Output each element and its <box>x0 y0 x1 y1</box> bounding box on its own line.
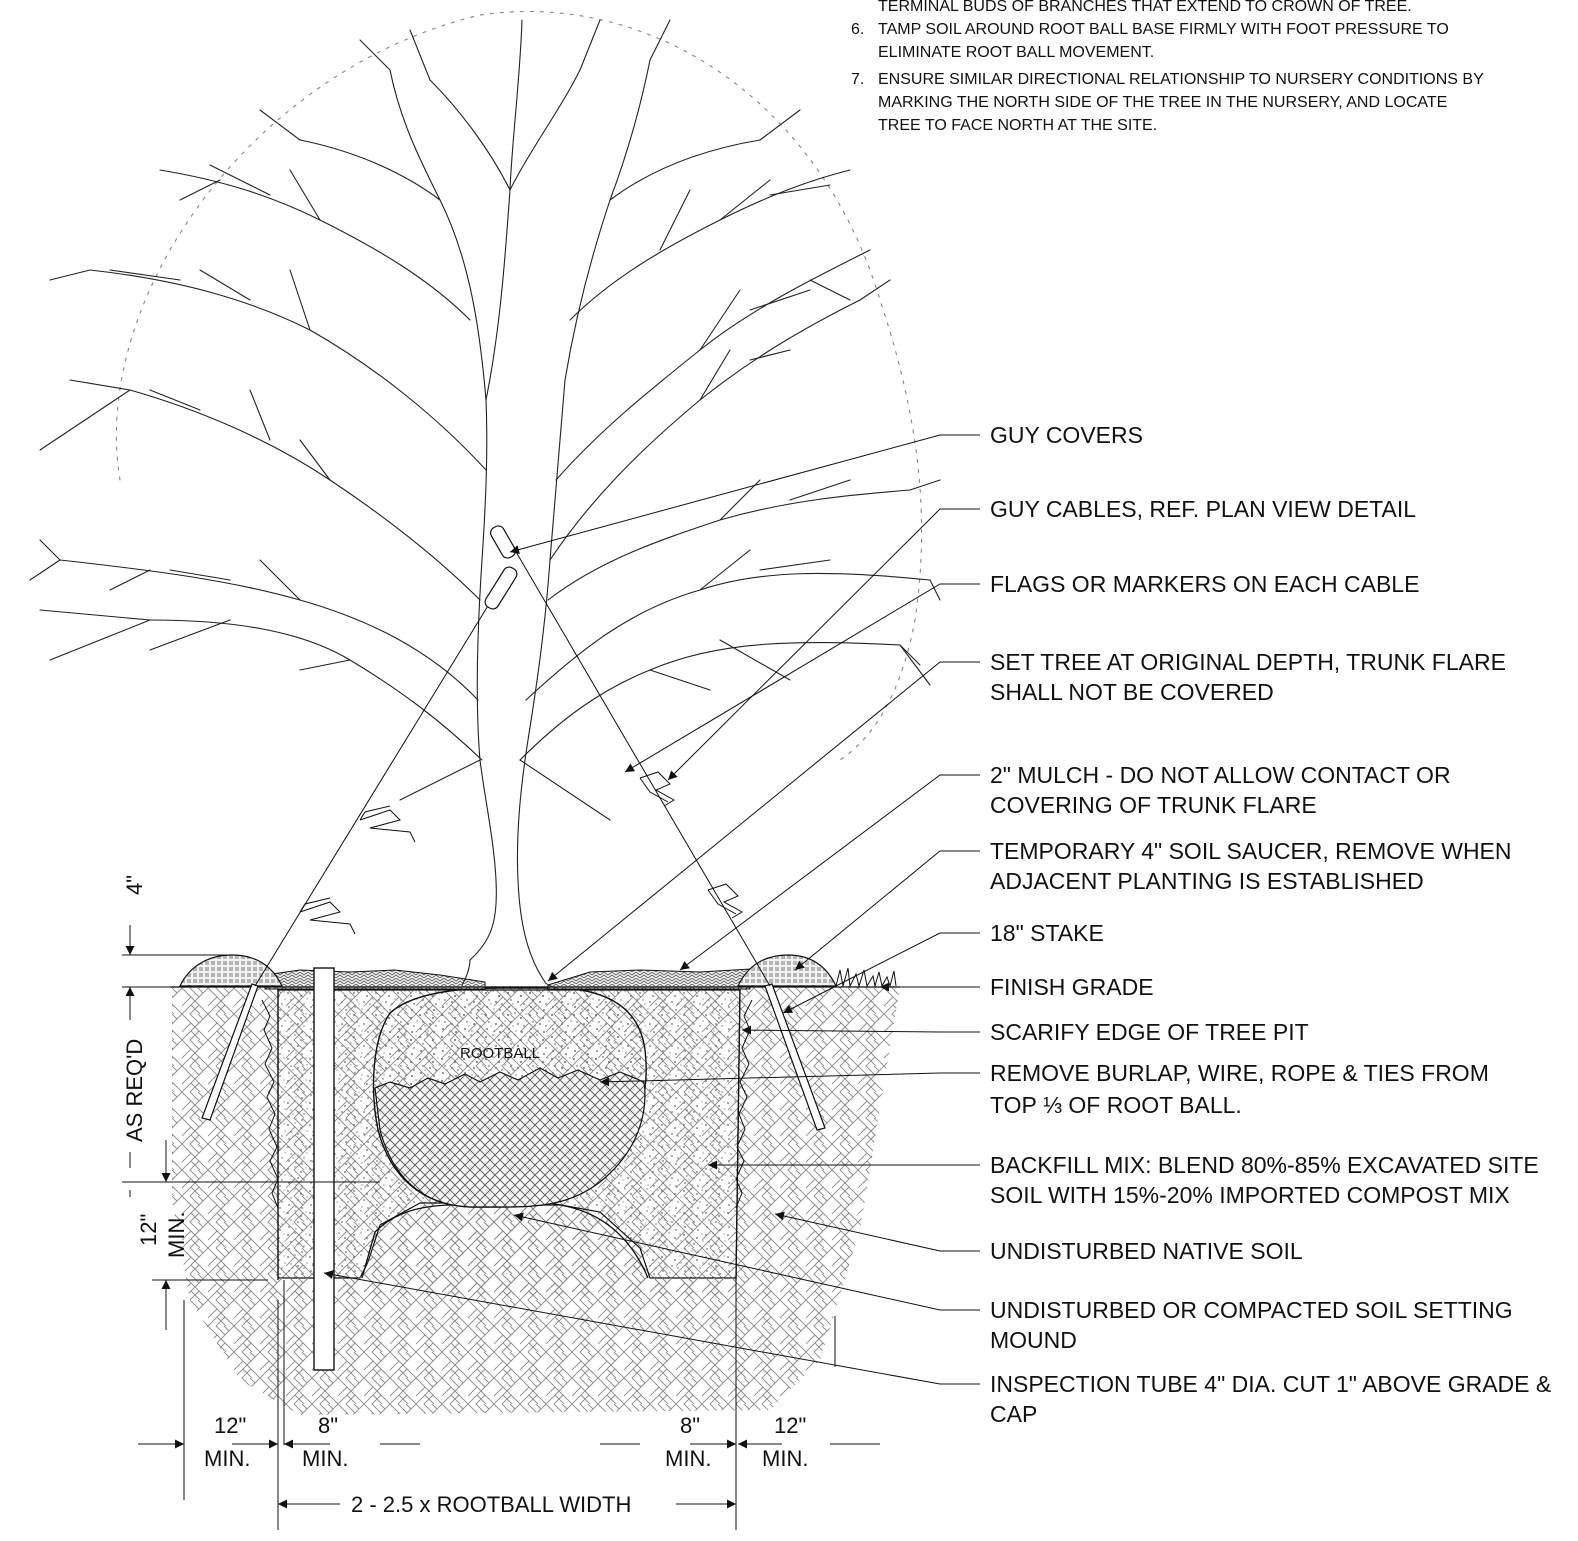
mulch-layer-left <box>264 969 486 990</box>
callout-setting-mound-line-2: MOUND <box>990 1327 1077 1353</box>
flag-right-upper <box>639 771 675 807</box>
dim-right-outer-min: MIN. <box>762 1446 808 1471</box>
dim-mound-height-min: MIN. <box>164 1212 189 1258</box>
dim-mound-height-value: 12" <box>136 1214 161 1246</box>
callout-backfill-line-2: SOIL WITH 15%-20% IMPORTED COMPOST MIX <box>990 1182 1510 1208</box>
tree <box>29 11 941 989</box>
note-5-continuation: TERMINAL BUDS OF BRANCHES THAT EXTEND TO… <box>878 0 1412 15</box>
guy-cover-lower <box>484 566 518 610</box>
dim-right-outer-value: 12" <box>774 1413 806 1438</box>
surface-layers <box>170 954 900 990</box>
callout-setting-mound-line-1: UNDISTURBED OR COMPACTED SOIL SETTING <box>990 1297 1513 1323</box>
dim-left-inner-min: MIN. <box>302 1446 348 1471</box>
note-6-number: 6. <box>851 21 864 38</box>
callout-set-tree-line-2: SHALL NOT BE COVERED <box>990 679 1274 705</box>
callout-mulch-line-2: COVERING OF TRUNK FLARE <box>990 792 1317 818</box>
callout-scarify: SCARIFY EDGE OF TREE PIT <box>990 1019 1309 1045</box>
rootball-label: ROOTBALL <box>460 1045 540 1062</box>
callout-guy-covers: GUY COVERS <box>990 422 1143 448</box>
callout-guy-cables: GUY CABLES, REF. PLAN VIEW DETAIL <box>990 496 1416 522</box>
callout-saucer-line-1: TEMPORARY 4" SOIL SAUCER, REMOVE WHEN <box>990 838 1512 864</box>
dim-right-inner-value: 8" <box>680 1413 700 1438</box>
callout-inspection-tube-line-2: CAP <box>990 1401 1037 1427</box>
setting-mound <box>278 1205 736 1295</box>
note-7-line-2: MARKING THE NORTH SIDE OF THE TREE IN TH… <box>878 94 1447 111</box>
guy-cable-left <box>254 577 506 987</box>
flag-left-lower <box>299 897 356 935</box>
callout-burlap-line-2: TOP ⅓ OF ROOT BALL. <box>990 1092 1242 1118</box>
inspection-tube <box>313 967 335 1371</box>
leader-lines <box>323 434 980 1385</box>
callout-set-tree-line-1: SET TREE AT ORIGINAL DEPTH, TRUNK FLARE <box>990 649 1506 675</box>
soil-saucer-left <box>179 954 283 987</box>
dim-right-inner-min: MIN. <box>665 1446 711 1471</box>
mulch-layer-right <box>547 968 751 990</box>
note-6-line-2: ELIMINATE ROOT BALL MOVEMENT. <box>878 44 1154 61</box>
dim-pit-width: 2 - 2.5 x ROOTBALL WIDTH <box>351 1492 631 1517</box>
callout-stake: 18" STAKE <box>990 920 1104 946</box>
callout-burlap-line-1: REMOVE BURLAP, WIRE, ROPE & TIES FROM <box>990 1060 1489 1086</box>
callout-mulch-line-1: 2" MULCH - DO NOT ALLOW CONTACT OR <box>990 762 1451 788</box>
notes-block: TERMINAL BUDS OF BRANCHES THAT EXTEND TO… <box>851 0 1484 134</box>
guy-system <box>254 525 771 987</box>
flag-left-upper <box>359 805 416 843</box>
dim-left-outer-min: MIN. <box>204 1446 250 1471</box>
callout-saucer-line-2: ADJACENT PLANTING IS ESTABLISHED <box>990 868 1424 894</box>
note-7-line-3: TREE TO FACE NORTH AT THE SITE. <box>878 117 1157 134</box>
callout-backfill-line-1: BACKFILL MIX: BLEND 80%-85% EXCAVATED SI… <box>990 1152 1539 1178</box>
flag-right-lower <box>707 883 743 919</box>
dim-as-reqd: AS REQ'D <box>122 1039 147 1142</box>
dim-saucer-height: 4" <box>122 875 147 895</box>
soil-saucer-right <box>737 954 837 987</box>
callout-labels: GUY COVERS GUY CABLES, REF. PLAN VIEW DE… <box>990 422 1551 1427</box>
dim-left-inner-value: 8" <box>318 1413 338 1438</box>
callout-native-soil: UNDISTURBED NATIVE SOIL <box>990 1238 1303 1264</box>
callout-finish-grade: FINISH GRADE <box>990 974 1154 1000</box>
dimensions: 4" AS REQ'D 12" MIN. 12" MIN. 8" MIN. 8"… <box>122 875 880 1530</box>
note-7-number: 7. <box>851 71 864 88</box>
guy-cable-right <box>511 544 771 987</box>
dim-left-outer-value: 12" <box>214 1413 246 1438</box>
note-7-line-1: ENSURE SIMILAR DIRECTIONAL RELATIONSHIP … <box>878 71 1484 88</box>
stakes <box>201 983 826 1131</box>
note-6-line-1: TAMP SOIL AROUND ROOT BALL BASE FIRMLY W… <box>878 21 1449 38</box>
callout-inspection-tube-line-1: INSPECTION TUBE 4" DIA. CUT 1" ABOVE GRA… <box>990 1371 1551 1397</box>
callout-flags: FLAGS OR MARKERS ON EACH CABLE <box>990 571 1419 597</box>
rootball: ROOTBALL <box>372 987 647 1208</box>
stake-left <box>201 983 259 1121</box>
guy-cover-upper <box>490 525 516 559</box>
